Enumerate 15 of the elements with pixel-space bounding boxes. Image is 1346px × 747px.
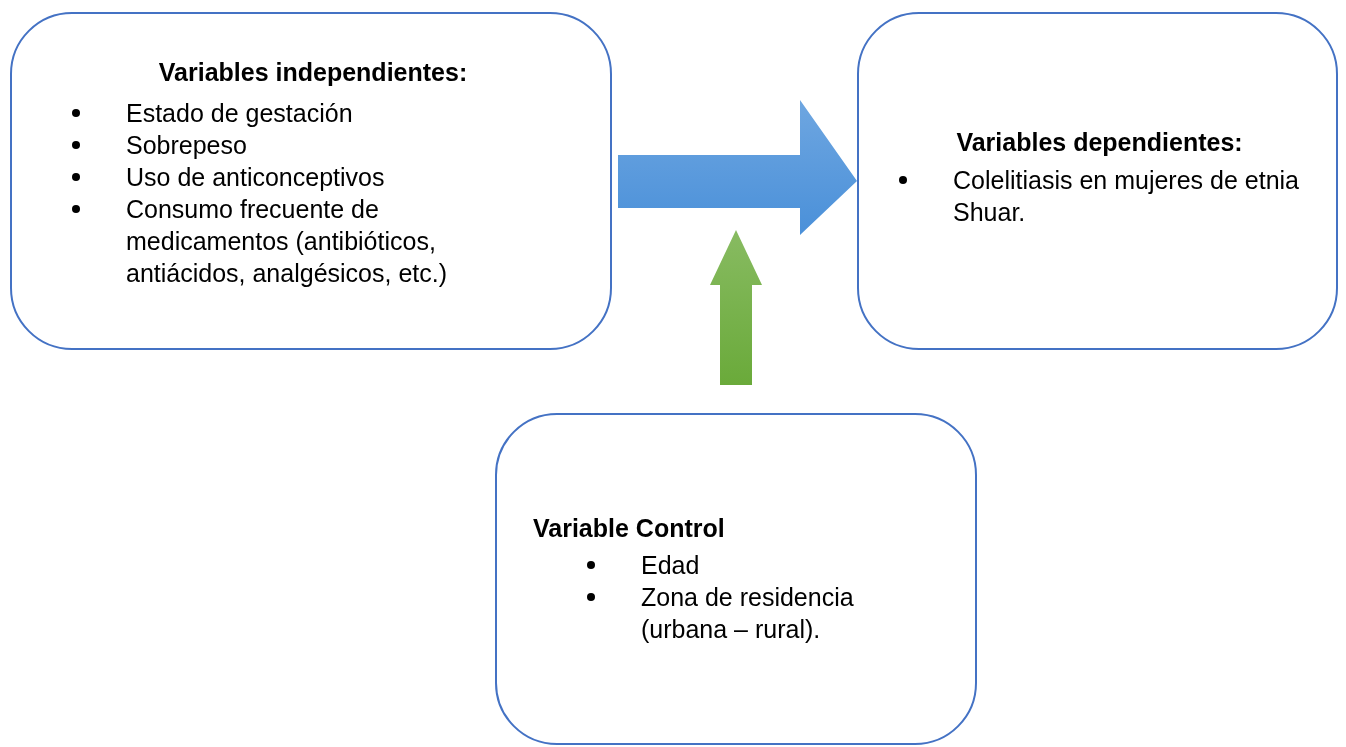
box-heading: Variable Control: [533, 513, 726, 543]
block-arrow: [618, 100, 857, 235]
block-arrow: [710, 230, 762, 385]
rounded-box: [495, 413, 977, 745]
bullet-item: Consumo frecuente de medicamentos (antibióticos, antiácidos, analgésicos, etc.): [126, 194, 448, 289]
bullet-item: Uso de anticonceptivos: [126, 162, 386, 193]
bullet-item: Colelitiasis en mujeres de etnia Shuar.: [953, 165, 1300, 228]
box-heading: Variables independientes:: [157, 57, 469, 87]
rounded-box: [857, 12, 1338, 350]
bullet-item: Edad: [641, 550, 701, 581]
bullet-item: Zona de residencia (urbana – rural).: [641, 582, 855, 645]
bullet-item: Sobrepeso: [126, 130, 248, 161]
bullet-item: Estado de gestación: [126, 98, 354, 129]
rounded-box: [10, 12, 612, 350]
box-heading: Variables dependientes:: [955, 127, 1244, 157]
